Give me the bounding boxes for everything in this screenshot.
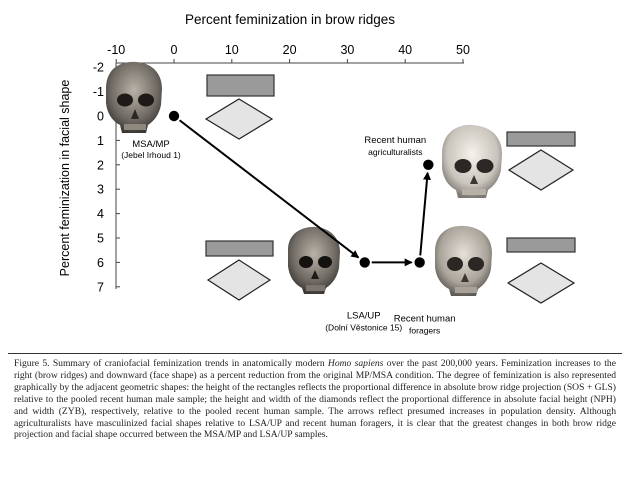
brow-rectangle-foragers xyxy=(506,237,576,253)
point-sublabel: agriculturalists xyxy=(368,147,422,157)
x-tick-label: 20 xyxy=(283,43,297,57)
x-tick-label: 30 xyxy=(340,43,354,57)
data-point xyxy=(359,257,370,268)
point-label: Recent human xyxy=(394,313,456,324)
caption-species-name: Homo sapiens xyxy=(327,358,384,369)
y-tick-label: 7 xyxy=(97,280,104,294)
data-point xyxy=(423,159,434,170)
y-tick-label: 6 xyxy=(97,256,104,270)
x-tick-label: -10 xyxy=(107,43,125,57)
feminization-chart: Percent feminization in brow ridges Perc… xyxy=(58,12,576,335)
face-diamond-msa-mp xyxy=(204,98,274,140)
x-tick-label: 0 xyxy=(171,43,178,57)
y-tick-label: 0 xyxy=(97,110,104,124)
point-sublabel: (Jebel Irhoud 1) xyxy=(121,150,181,160)
data-point xyxy=(168,110,180,122)
point-label: LSA/UP xyxy=(347,310,381,321)
brow-rectangle-lsa-up xyxy=(205,240,274,257)
y-tick-label: -2 xyxy=(93,61,104,75)
skull-lsa-up-image xyxy=(288,226,340,294)
y-axis-label: Percent feminization in facial shape xyxy=(58,80,72,277)
brow-rectangle-msa-mp xyxy=(206,74,275,97)
y-tick-label: -1 xyxy=(93,85,104,99)
y-tick-label: 1 xyxy=(97,134,104,148)
trend-arrow xyxy=(419,171,431,256)
y-tick-label: 3 xyxy=(97,183,104,197)
figure-caption: Figure 5. Summary of craniofacial femini… xyxy=(8,353,622,471)
face-diamond-lsa-up xyxy=(206,259,272,301)
face-diamond-agriculturalists xyxy=(507,149,575,191)
brow-rectangle-agriculturalists xyxy=(506,131,576,147)
caption-text-after: over the past 200,000 years. Feminizatio… xyxy=(14,358,616,441)
caption-figure-label: Figure 5. xyxy=(14,358,50,369)
data-point xyxy=(414,257,425,268)
chart-title: Percent feminization in brow ridges xyxy=(185,12,395,27)
y-tick-label: 4 xyxy=(97,207,104,221)
point-sublabel: (Dolní Věstonice 15) xyxy=(325,322,402,332)
face-diamond-foragers xyxy=(506,262,576,304)
point-label: MSA/MP xyxy=(132,139,169,150)
x-tick-label: 40 xyxy=(398,43,412,57)
point-sublabel: foragers xyxy=(409,325,440,335)
skull-msa-mp-image xyxy=(106,61,162,133)
skull-agriculturalists-image xyxy=(442,124,502,198)
x-tick-label: 50 xyxy=(456,43,470,57)
skull-foragers-image xyxy=(435,225,492,296)
point-label: Recent human xyxy=(364,135,426,146)
trend-arrow xyxy=(178,119,360,259)
caption-text-before: Summary of craniofacial feminization tre… xyxy=(52,358,328,369)
y-tick-label: 5 xyxy=(97,232,104,246)
x-tick-label: 10 xyxy=(225,43,239,57)
y-tick-label: 2 xyxy=(97,158,104,172)
